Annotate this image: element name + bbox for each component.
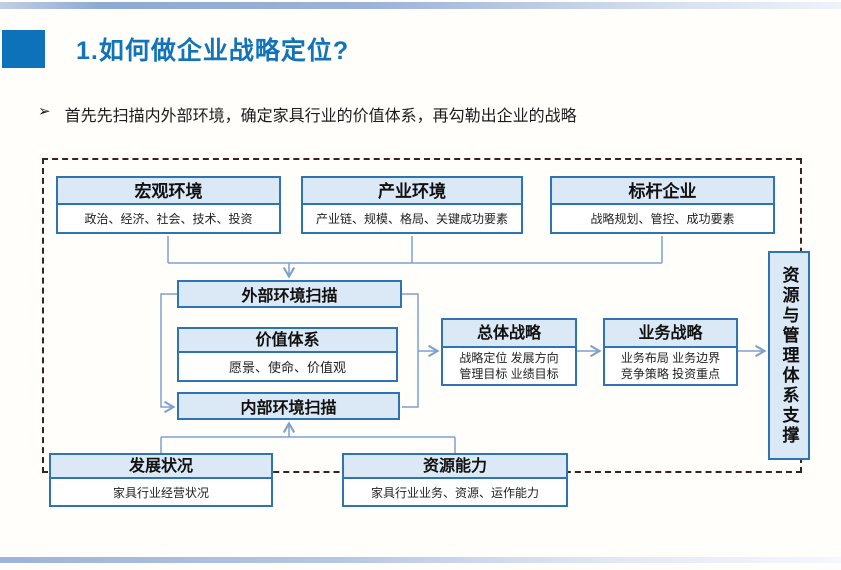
box-resource-management-support: 资源与管理体系支撑 (768, 251, 810, 460)
box-title: 资源能力 (344, 455, 566, 479)
box-title: 发展状况 (51, 455, 271, 479)
bottom-accent-bar (0, 557, 841, 563)
box-detail: 家具行业经营状况 (51, 479, 271, 505)
detail-line: 管理目标 业绩目标 (459, 367, 559, 381)
box-industry-environment: 产业环境 产业链、规模、格局、关键成功要素 (301, 176, 523, 234)
box-title: 宏观环境 (58, 178, 279, 205)
bullet-arrow-icon: ➢ (38, 103, 51, 120)
support-label: 资源与管理体系支撑 (779, 265, 799, 446)
box-macro-environment: 宏观环境 政治、经济、社会、技术、投资 (56, 176, 281, 234)
box-overall-strategy: 总体战略 战略定位 发展方向 管理目标 业绩目标 (441, 318, 577, 386)
box-title: 标杆企业 (552, 178, 773, 205)
box-external-scan: 外部环境扫描 (177, 280, 402, 308)
box-detail: 愿景、使命、价值观 (179, 353, 396, 380)
box-internal-scan: 内部环境扫描 (177, 392, 400, 420)
box-detail: 家具行业业务、资源、运作能力 (344, 479, 566, 505)
intro-bullet-row: ➢ 首先先扫描内外部环境，确定家具行业的价值体系，再勾勒出企业的战略 (38, 102, 798, 126)
box-development-status: 发展状况 家具行业经营状况 (49, 453, 273, 507)
box-resource-capability: 资源能力 家具行业业务、资源、运作能力 (342, 453, 568, 507)
box-value-system: 价值体系 愿景、使命、价值观 (177, 327, 398, 382)
box-title: 业务战略 (605, 320, 736, 348)
detail-line: 战略定位 发展方向 (459, 351, 559, 365)
box-title: 产业环境 (303, 178, 521, 205)
box-detail: 业务布局 业务边界 竞争策略 投资重点 (605, 348, 736, 384)
top-accent-bar (0, 2, 841, 9)
box-title: 价值体系 (179, 329, 396, 353)
box-detail: 政治、经济、社会、技术、投资 (58, 205, 279, 232)
intro-text: 首先先扫描内外部环境，确定家具行业的价值体系，再勾勒出企业的战略 (64, 108, 577, 125)
box-detail: 战略定位 发展方向 管理目标 业绩目标 (443, 348, 575, 384)
box-title: 总体战略 (443, 320, 575, 348)
box-business-strategy: 业务战略 业务布局 业务边界 竞争策略 投资重点 (603, 318, 738, 386)
page-title: 1.如何做企业战略定位? (76, 37, 350, 65)
box-benchmark-enterprise: 标杆企业 战略规划、管控、成功要素 (550, 176, 775, 234)
box-detail: 战略规划、管控、成功要素 (552, 205, 773, 232)
detail-line: 业务布局 业务边界 (620, 351, 721, 365)
title-accent-square (2, 30, 45, 68)
detail-line: 竞争策略 投资重点 (620, 367, 721, 381)
box-detail: 产业链、规模、格局、关键成功要素 (303, 205, 521, 232)
